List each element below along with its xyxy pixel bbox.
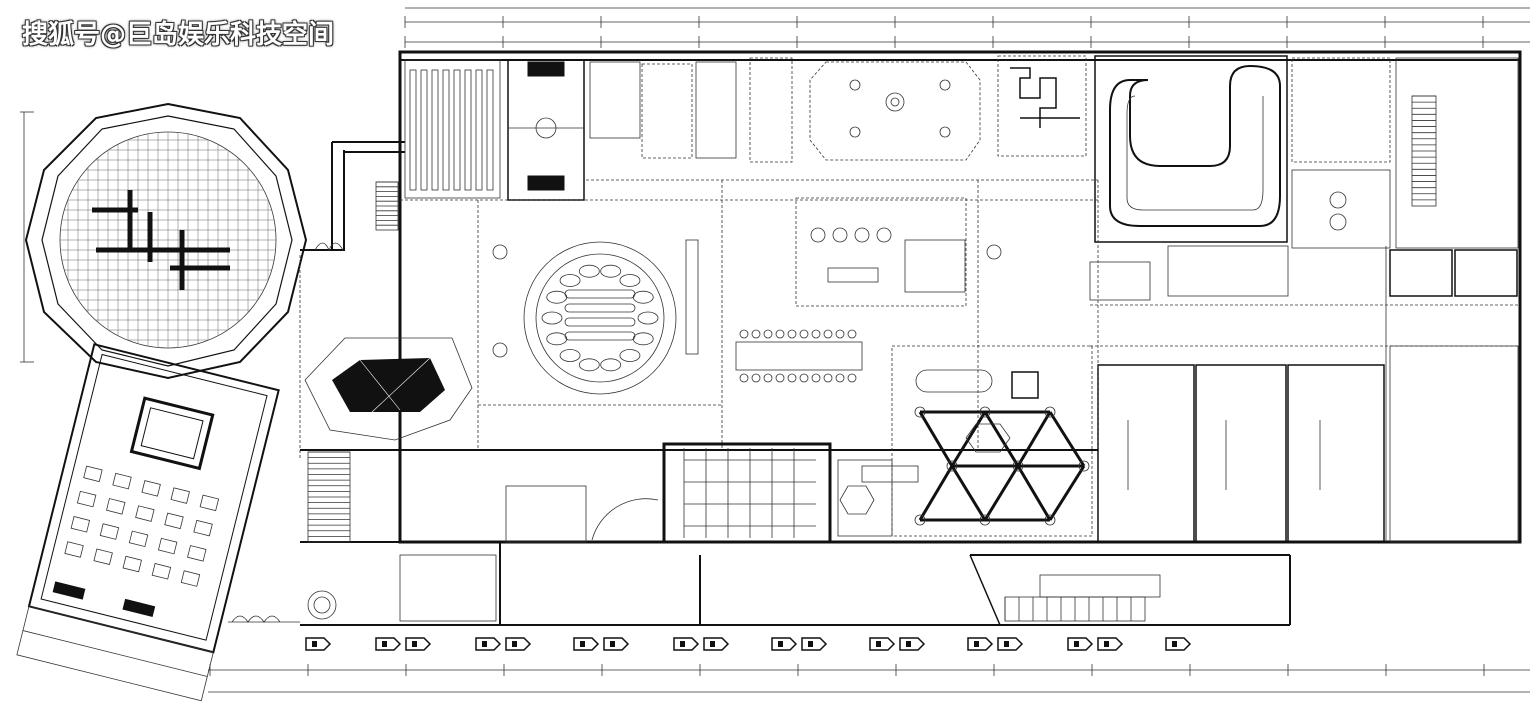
lounge-area: [735, 180, 1002, 450]
car-symbol-icon: [1097, 637, 1124, 651]
car-symbol-icon: [603, 637, 630, 651]
car-symbol-icon: [869, 637, 896, 651]
car-symbol-icon: [703, 637, 730, 651]
circular-hall: [24, 102, 308, 380]
watermark-text: 搜狐号@巨岛娱乐科技空间: [22, 20, 335, 50]
car-symbol-icon: [405, 637, 432, 651]
top-dimension-line: [404, 7, 1530, 48]
angled-wing: [16, 343, 280, 702]
car-symbol-icon: [305, 637, 332, 651]
car-symbol-icon: [375, 637, 402, 651]
corridor-connector: [299, 141, 405, 460]
main-building-outline: [300, 50, 1522, 626]
car-symbol-icon: [801, 637, 828, 651]
car-symbol-icon: [1067, 637, 1094, 651]
gem-display: [304, 337, 473, 441]
car-symbol-icon: [673, 637, 700, 651]
internal-dashes: [400, 179, 1520, 542]
entrance-doors: [228, 615, 300, 623]
top-small-rooms: [589, 55, 1087, 163]
rack-room: [404, 59, 501, 199]
car-symbol-icon: [771, 637, 798, 651]
car-symbol-icon: [899, 637, 926, 651]
ramp-stairs: [1004, 574, 1161, 622]
bottom-dimension-line: [208, 664, 1530, 693]
lane-rooms: [1097, 364, 1385, 543]
kart-track: [1089, 55, 1289, 301]
lattice-room: [891, 345, 1093, 537]
parking-row: [305, 637, 1192, 651]
right-top-rooms: [1291, 57, 1519, 543]
ring-hall: [477, 180, 723, 450]
left-dimension-line: [20, 111, 34, 363]
car-symbol-icon: [1165, 637, 1192, 651]
car-symbol-icon: [505, 637, 532, 651]
car-symbol-icon: [997, 637, 1024, 651]
car-symbol-icon: [967, 637, 994, 651]
car-symbol-icon: [573, 637, 600, 651]
court-room: [507, 59, 585, 201]
lower-rooms: [307, 442, 919, 622]
car-symbol-icon: [475, 637, 502, 651]
